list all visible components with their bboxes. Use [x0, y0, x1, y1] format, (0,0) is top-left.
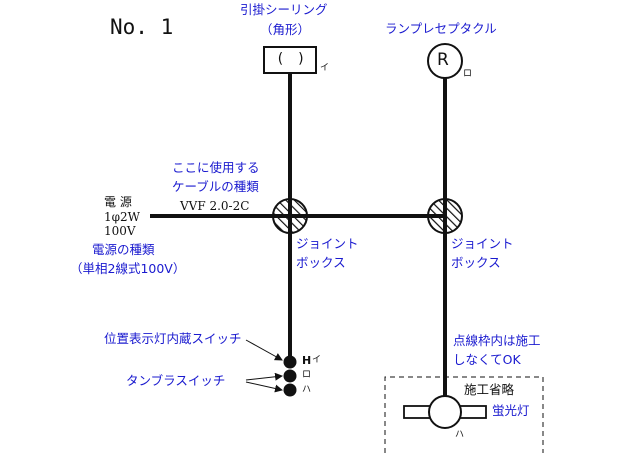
omitted-label: 施工省略 [464, 382, 515, 397]
fluorescent-lamp-symbol [428, 395, 462, 429]
ceiling-sublabel: （角形） [260, 22, 311, 37]
jbox1-label: ジョイント [296, 236, 359, 251]
power-voltage: 100V [104, 224, 136, 238]
receptacle-letter: ロ [463, 69, 473, 79]
power-type-label: 電源の種類 [92, 242, 155, 257]
omitted-frame [384, 376, 544, 453]
omitted-note: 点線枠内は施工 [453, 333, 541, 348]
ceiling-rosette-symbol [263, 46, 317, 74]
switch-tumbler-2 [283, 383, 297, 397]
lamp-letter: ハ [455, 430, 465, 440]
diagram-title: No. 1 [110, 15, 174, 39]
switch-letter-1: イ [312, 355, 322, 365]
switch-tumbler-1 [283, 369, 297, 383]
switch-letter-3: ハ [302, 385, 312, 395]
junction-box-1 [272, 198, 308, 234]
junction-box-2 [427, 198, 463, 234]
tumbler-leader-arrow-2 [245, 381, 283, 393]
power-phase: 1φ2W [104, 210, 141, 224]
switch-letter-2: ロ [302, 370, 312, 380]
tumbler-leader-arrow-1 [245, 372, 283, 381]
ceiling-symbol-text: ( ) [276, 51, 308, 67]
lamp-label: 蛍光灯 [492, 403, 530, 418]
tumbler-switch-label: タンブラスイッチ [126, 373, 226, 388]
receptacle-label: ランプレセプタクル [385, 21, 497, 36]
pilot-mark: H [302, 354, 312, 367]
jbox2-sublabel: ボックス [451, 255, 501, 270]
jbox2-label: ジョイント [451, 236, 514, 251]
receptacle-symbol-text: R [437, 50, 449, 70]
ceiling-letter: イ [320, 63, 330, 73]
jbox1-sublabel: ボックス [296, 255, 346, 270]
pilot-switch-label: 位置表示灯内蔵スイッチ [104, 331, 242, 346]
power-type-sublabel: （単相2線式100V） [70, 261, 186, 276]
omitted-note-2: しなくてOK [453, 352, 521, 367]
cable-label: ここに使用する [172, 160, 260, 175]
cable-sublabel: ケーブルの種類 [172, 179, 259, 194]
pilot-leader-arrow [245, 339, 283, 361]
power-label: 電 源 [104, 195, 132, 209]
receptacle-symbol [427, 43, 463, 79]
cable-spec: VVF 2.0-2C [180, 199, 250, 213]
switch-pilot [283, 355, 297, 369]
ceiling-label: 引掛シーリング [240, 2, 328, 17]
